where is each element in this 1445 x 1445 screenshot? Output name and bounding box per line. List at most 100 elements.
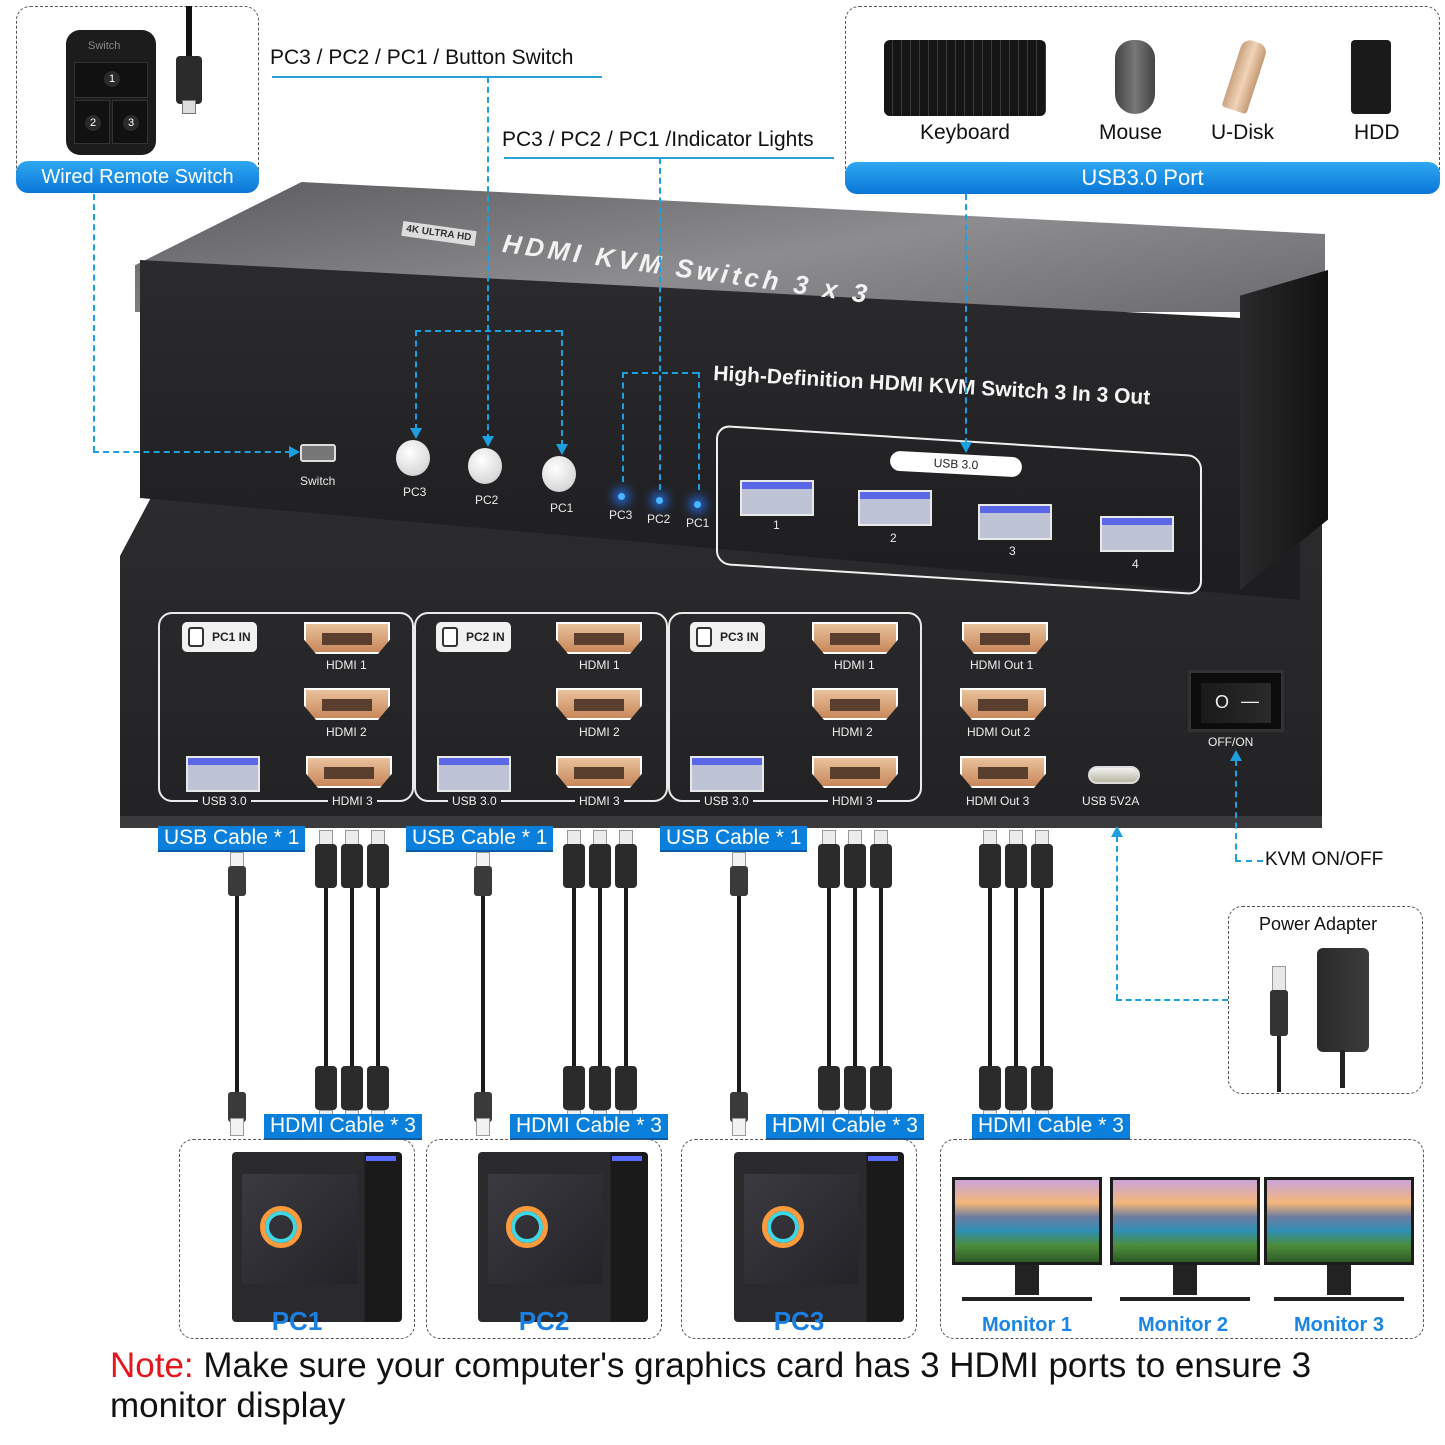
usb-cable-tip-bottom xyxy=(230,1118,244,1136)
usb-cable-head-bottom xyxy=(228,1092,246,1122)
pc-led-strip xyxy=(868,1156,898,1161)
front-usb-port-2-label: 2 xyxy=(890,531,897,545)
pc2-in-label: PC2 IN xyxy=(466,630,505,644)
indicator-line xyxy=(659,158,661,490)
pc1-input-group xyxy=(158,612,414,802)
hdmi-out-3-label: HDMI Out 3 xyxy=(966,794,1030,808)
pc1-button[interactable] xyxy=(542,456,576,492)
usb-cable-icon xyxy=(228,866,246,896)
hdmi-cable-icon xyxy=(615,844,637,888)
pc2-tower-icon xyxy=(478,1152,648,1322)
remote-connector-horizontal xyxy=(93,451,291,453)
hdmi-head-bottom xyxy=(367,1066,389,1110)
monitor-base xyxy=(962,1297,1092,1301)
mini-usb-plug-icon xyxy=(176,56,202,104)
pc1-hdmi-1-port[interactable] xyxy=(304,622,390,654)
monitor-1-label: Monitor 1 xyxy=(982,1314,1072,1336)
usb-cable-tag-2: USB Cable * 1 xyxy=(406,826,554,852)
pc3-label: PC3 xyxy=(773,1306,825,1336)
switch-port-label: Switch xyxy=(300,474,336,488)
hdmi-head-bottom xyxy=(1005,1066,1027,1110)
hdmi-head-bottom xyxy=(1031,1066,1053,1110)
pc2-hdmi-3-port[interactable] xyxy=(556,756,642,788)
pc1-usb-port[interactable] xyxy=(186,756,260,792)
pc3-button-label: PC3 xyxy=(403,485,427,499)
usb-cable-head-bottom xyxy=(474,1092,492,1122)
off-symbol: O xyxy=(1215,692,1230,712)
hdmi-wire xyxy=(598,888,602,1068)
hdmi-out-3-port[interactable] xyxy=(960,756,1046,788)
device-rear-base xyxy=(120,816,1322,828)
hdmi-head-bottom xyxy=(589,1066,611,1110)
peripheral-label-hdd: HDD xyxy=(1354,121,1400,144)
pc3-tower-icon xyxy=(734,1152,904,1322)
pc3-hdmi-3-port[interactable] xyxy=(812,756,898,788)
hdmi-wire xyxy=(376,888,380,1068)
kvm-onoff-line xyxy=(1235,760,1237,860)
pc2-hdmi-2-label: HDMI 2 xyxy=(579,725,620,739)
button-bracket-line xyxy=(415,330,561,332)
hdmi-head-bottom xyxy=(615,1066,637,1110)
remote-button-3[interactable]: 3 xyxy=(112,100,148,144)
pc2-hdmi-2-port[interactable] xyxy=(556,688,642,720)
hard-drive-icon xyxy=(1351,40,1391,114)
remote-button-1[interactable]: 1 xyxy=(74,62,148,98)
pc3-in-label: PC3 IN xyxy=(720,630,759,644)
front-usb-port-1[interactable] xyxy=(740,480,814,516)
arrow-right-icon xyxy=(289,446,300,458)
pc2-button[interactable] xyxy=(468,448,502,484)
front-usb-port-1-label: 1 xyxy=(773,518,780,532)
pc3-hdmi-1-port[interactable] xyxy=(812,622,898,654)
peripheral-label-mouse: Mouse xyxy=(1099,121,1163,144)
mini-usb-plug-tip xyxy=(182,100,196,114)
note-prefix: Note: xyxy=(110,1346,194,1385)
pc1-usb-label: USB 3.0 xyxy=(198,794,251,808)
monitor-stand xyxy=(1327,1265,1351,1295)
pc3-usb-port[interactable] xyxy=(690,756,764,792)
usb-cable-icon xyxy=(474,866,492,896)
keyboard-icon xyxy=(884,40,1046,116)
pc1-box xyxy=(179,1139,415,1339)
front-usb-port-2[interactable] xyxy=(858,490,932,526)
usb-5v2a-power-port[interactable] xyxy=(1088,766,1140,784)
on-symbol: — xyxy=(1241,691,1259,711)
remote-button-2[interactable]: 2 xyxy=(74,100,110,144)
hdmi-out-1-port[interactable] xyxy=(962,622,1048,654)
power-rocker-switch[interactable]: O — xyxy=(1188,670,1284,732)
usb-5v2a-label: USB 5V2A xyxy=(1082,794,1140,808)
pc3-box xyxy=(681,1139,917,1339)
pc-window xyxy=(488,1174,603,1284)
indicator-bracket-right xyxy=(698,372,700,490)
pc1-in-chip: PC1 IN xyxy=(182,622,257,652)
hdmi-cable-icon xyxy=(589,844,611,888)
pc3-hdmi-2-port[interactable] xyxy=(812,688,898,720)
hdmi-cable-icon xyxy=(1005,844,1027,888)
pc2-usb-port[interactable] xyxy=(437,756,511,792)
button-switch-underline xyxy=(272,76,602,78)
hdmi-cable-icon xyxy=(870,844,892,888)
pc-window xyxy=(744,1174,859,1284)
hdmi-out-2-port[interactable] xyxy=(960,688,1046,720)
pc2-hdmi-3-label: HDMI 3 xyxy=(575,794,624,808)
remote-switch-port[interactable] xyxy=(300,444,336,462)
usb-cable-wire xyxy=(737,896,741,1092)
front-usb-port-3[interactable] xyxy=(978,504,1052,540)
pc1-hdmi-2-port[interactable] xyxy=(304,688,390,720)
pc1-hdmi-3-port[interactable] xyxy=(306,756,392,788)
usb30-port-label: USB3.0 Port xyxy=(845,162,1440,194)
pc1-in-label: PC1 IN xyxy=(212,630,251,644)
power-adapter-box xyxy=(1228,906,1423,1094)
front-usb-port-4[interactable] xyxy=(1100,516,1174,552)
indicator-bracket-line xyxy=(622,372,698,374)
hdmi-cable-icon xyxy=(563,844,585,888)
note-text: Note: Make sure your computer's graphics… xyxy=(110,1346,1340,1426)
arrow-up-icon xyxy=(1230,750,1242,761)
arrow-up-icon xyxy=(1111,826,1123,837)
pc2-hdmi-1-port[interactable] xyxy=(556,622,642,654)
button-bracket-right xyxy=(561,330,563,446)
monitor-2-icon xyxy=(1110,1177,1260,1301)
pc3-button[interactable] xyxy=(396,440,430,476)
hdmi-wire xyxy=(988,888,992,1068)
button-switch-callout: PC3 / PC2 / PC1 / Button Switch xyxy=(270,46,574,69)
hdmi-cable-icon xyxy=(315,844,337,888)
